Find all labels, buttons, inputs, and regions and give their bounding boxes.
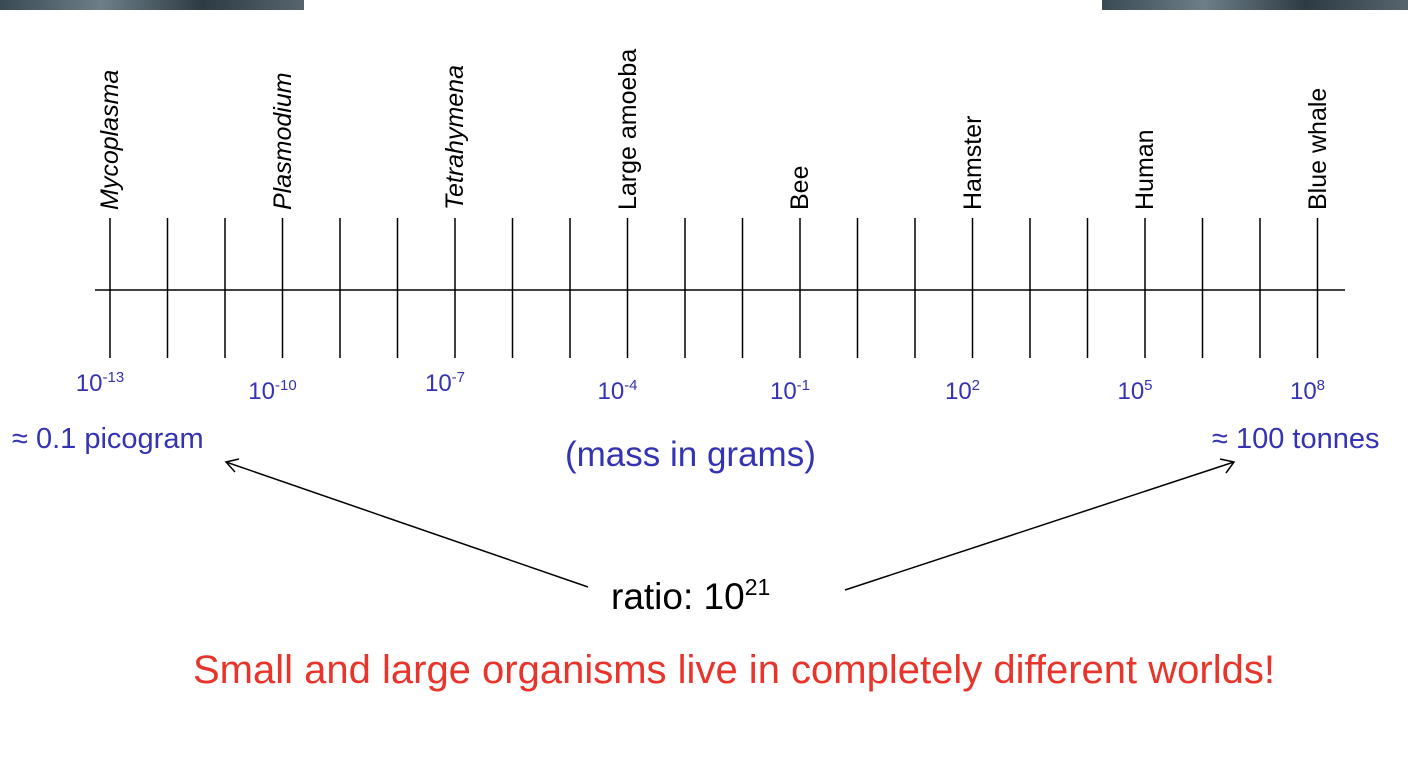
exponent-label: 102 bbox=[944, 377, 981, 405]
ratio-text: ratio: 10 bbox=[611, 576, 745, 617]
arrow-right bbox=[844, 461, 1235, 591]
exponent-label: 10-7 bbox=[424, 369, 466, 397]
exponent-label: 108 bbox=[1289, 377, 1326, 405]
ratio-exponent: 21 bbox=[744, 574, 771, 600]
exponent-label: 10-10 bbox=[248, 377, 297, 405]
exponent-label: 105 bbox=[1117, 377, 1153, 405]
organism-label: Blue whale bbox=[1303, 87, 1332, 210]
photo-fragment-left bbox=[0, 0, 304, 10]
arrow-right-head-icon bbox=[1219, 458, 1236, 474]
left-end-label: ≈ 0.1 picogram bbox=[12, 423, 204, 455]
exponent-label: 10-1 bbox=[769, 377, 811, 405]
axis-caption: (mass in grams) bbox=[565, 435, 816, 474]
ratio-label: ratio: 1021 bbox=[611, 576, 770, 617]
organism-label: Bee bbox=[786, 165, 814, 210]
photo-fragment-right bbox=[1102, 0, 1408, 10]
organism-label: Large amoeba bbox=[613, 48, 642, 210]
conclusion-message: Small and large organisms live in comple… bbox=[193, 648, 1275, 692]
organism-label: Tetrahymena bbox=[441, 65, 469, 210]
arrow-left-head-icon bbox=[224, 458, 240, 473]
organism-label: Human bbox=[1131, 129, 1159, 210]
tick-group bbox=[109, 218, 1319, 358]
organism-label: Mycoplasma bbox=[96, 69, 124, 210]
organism-label: Hamster bbox=[958, 115, 987, 210]
exponent-label: 10-13 bbox=[75, 369, 125, 397]
organism-label: Plasmodium bbox=[268, 72, 297, 210]
exponent-label: 10-4 bbox=[597, 377, 638, 405]
arrow-left bbox=[225, 461, 589, 588]
right-end-label: ≈ 100 tonnes bbox=[1212, 423, 1380, 455]
